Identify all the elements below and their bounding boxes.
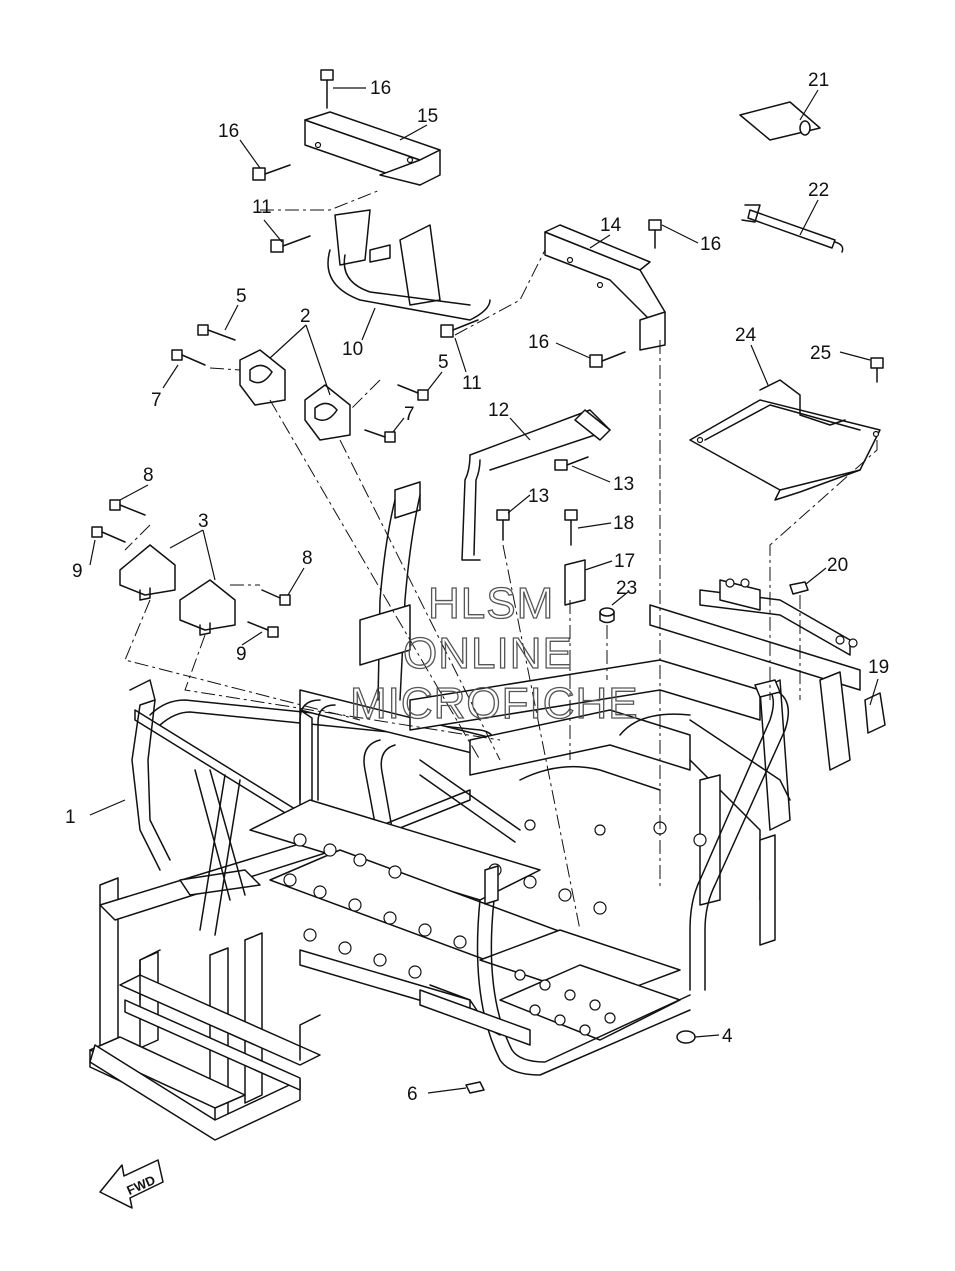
- callout-5a: 5: [236, 286, 247, 307]
- callout-16d: 16: [528, 332, 549, 353]
- bolt-16-mid: [648, 219, 662, 249]
- label-20: [789, 581, 809, 595]
- callout-6: 6: [407, 1084, 418, 1105]
- bolt-5-left: [197, 324, 236, 341]
- callout-3: 3: [198, 511, 209, 532]
- callout-5b: 5: [438, 352, 449, 373]
- callout-11b: 11: [462, 373, 482, 394]
- watermark-line-1: HLSM: [428, 579, 554, 628]
- callout-2: 2: [300, 306, 311, 327]
- callout-12: 12: [488, 400, 509, 421]
- nut-6: [465, 1081, 485, 1094]
- bolts: [91, 69, 884, 1094]
- bracket-14: [544, 224, 666, 351]
- plug-23: [599, 607, 615, 624]
- engine-mount-3b: [179, 579, 236, 636]
- callout-15: 15: [417, 106, 438, 127]
- engine-mount-2a: [239, 349, 286, 406]
- bolt-8-right: [261, 589, 291, 606]
- fwd-direction-arrow: FWD: [99, 1159, 164, 1209]
- pin-22: [741, 204, 844, 253]
- nut-4: [676, 1030, 696, 1044]
- callout-13a: 13: [613, 474, 634, 495]
- bolt-16-top: [320, 69, 334, 109]
- callout-9b: 9: [236, 644, 247, 665]
- callout-18: 18: [613, 513, 634, 534]
- plate-24: [689, 379, 881, 501]
- label-19: [864, 692, 886, 734]
- callout-8a: 8: [143, 465, 154, 486]
- bolt-13-lower: [496, 509, 510, 541]
- callout-23: 23: [616, 578, 637, 599]
- callout-1: 1: [65, 807, 76, 828]
- callout-11a: 11: [252, 197, 272, 218]
- watermark-line-3: MICROFICHE: [350, 679, 639, 728]
- callout-13b: 13: [528, 486, 549, 507]
- callout-22: 22: [808, 180, 829, 201]
- callout-4: 4: [722, 1026, 733, 1047]
- callout-labels: 1 2 3 4 5 5 6 7 7 8 8 9 9 10 11 11 12 13…: [65, 70, 889, 1105]
- stay-12: [461, 409, 611, 561]
- callout-19: 19: [868, 657, 889, 678]
- main-frame: [89, 481, 861, 1141]
- callout-7b: 7: [404, 404, 415, 425]
- assembly-lines: [124, 189, 878, 931]
- callout-25: 25: [810, 343, 831, 364]
- bolt-7-right: [364, 429, 396, 443]
- callout-14: 14: [600, 215, 622, 236]
- bolt-9-right: [247, 621, 279, 638]
- callout-16b: 16: [218, 121, 239, 142]
- watermark: HLSM ONLINE MICROFICHE: [349, 578, 639, 728]
- bracket-15: [304, 111, 441, 186]
- callout-24: 24: [735, 325, 757, 346]
- callout-20: 20: [827, 555, 848, 576]
- bolt-11-lower: [440, 319, 479, 338]
- callout-21: 21: [808, 70, 829, 91]
- bolt-5-right: [397, 384, 429, 401]
- callout-16a: 16: [370, 78, 391, 99]
- bolt-13-upper: [554, 456, 589, 471]
- bolt-11-upper: [270, 235, 311, 253]
- callout-17: 17: [614, 551, 635, 572]
- callout-8b: 8: [302, 548, 313, 569]
- bolt-8-left: [109, 499, 146, 516]
- callout-16c: 16: [700, 234, 721, 255]
- bolt-9-left: [91, 526, 126, 543]
- engine-mount-2b: [304, 384, 351, 441]
- bolt-16-low: [589, 351, 626, 368]
- watermark-line-2: ONLINE: [403, 629, 573, 678]
- bolt-16-left: [252, 164, 291, 181]
- bracket-10: [327, 209, 491, 321]
- clip-17: [564, 559, 586, 606]
- leader-lines: [89, 87, 879, 1094]
- bolt-25: [870, 357, 884, 383]
- callout-7a: 7: [151, 390, 162, 411]
- bolt-18: [564, 509, 578, 546]
- callout-9a: 9: [72, 561, 83, 582]
- engine-mount-3a: [119, 544, 176, 601]
- callout-10: 10: [342, 339, 363, 360]
- sheet-21: [739, 101, 821, 141]
- bolt-7-left: [171, 349, 206, 366]
